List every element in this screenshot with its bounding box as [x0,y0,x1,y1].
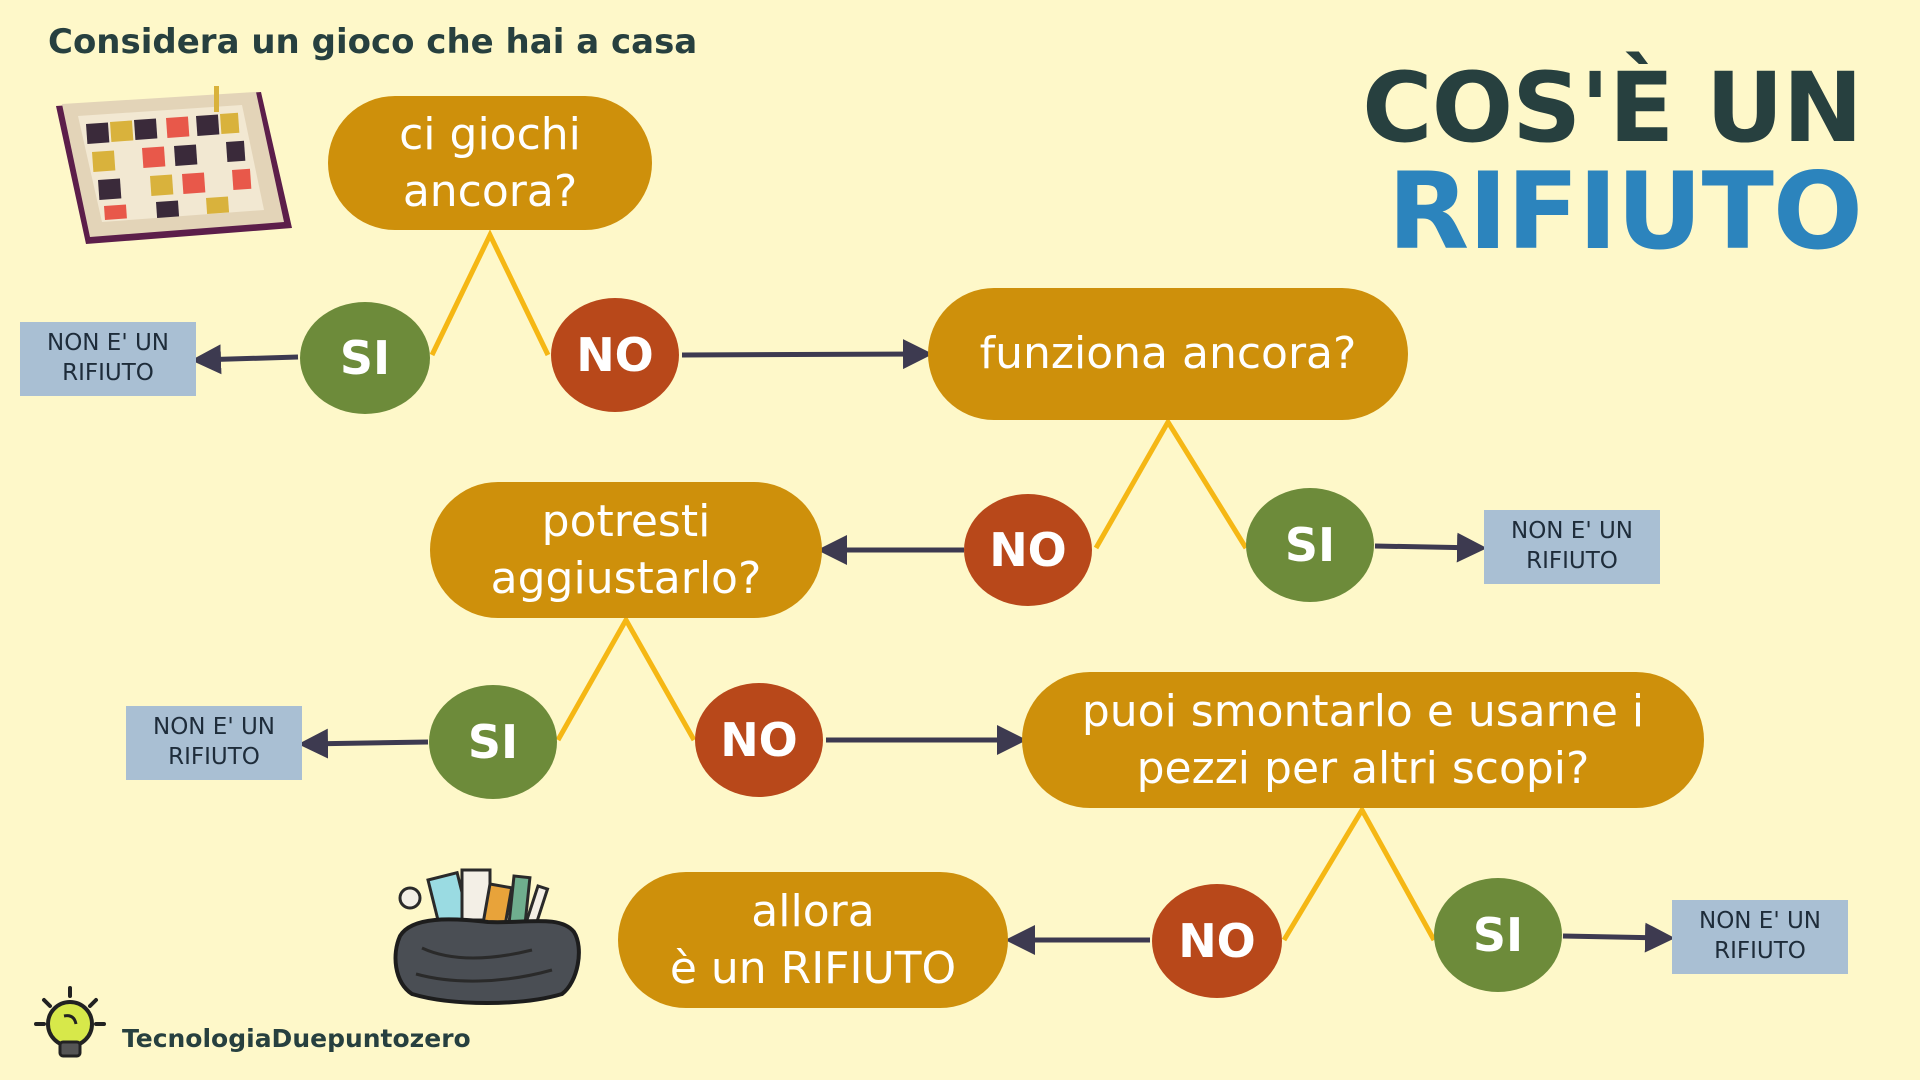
arrow-q3-yes [298,728,429,759]
arrow-q2-yes [1374,532,1487,563]
answer-yes-4: SI [1434,878,1562,992]
answer-yes-1: SI [300,302,430,414]
arrow-q1-no [681,339,933,370]
branch-q1 [429,229,551,357]
question-plays-still: ci giochi ancora? [328,96,652,230]
not-waste-tag-1: NON E' UN RIFIUTO [20,322,196,396]
branch-q4 [1281,804,1437,942]
answer-no-2: NO [964,494,1092,606]
answer-no-1: NO [551,298,679,412]
lightbulb-icon [34,986,106,1058]
not-waste-tag-2: NON E' UN RIFIUTO [1484,510,1660,584]
title-line-2: RIFIUTO [1387,150,1863,273]
question-can-repair: potresti aggiustarlo? [430,482,822,618]
not-waste-tag-4: NON E' UN RIFIUTO [1672,900,1848,974]
board-game-icon [56,86,292,244]
title-line-1: COS'È UN [1362,52,1863,164]
arrow-q4-yes [1562,922,1675,953]
garbage-bag-icon [393,868,581,1005]
result-is-waste: allora è un RIFIUTO [618,872,1008,1008]
answer-yes-2: SI [1246,488,1374,602]
answer-no-4: NO [1152,884,1282,998]
subtitle: Considera un gioco che hai a casa [48,22,698,62]
answer-no-3: NO [695,683,823,797]
branch-q3 [555,614,697,742]
question-still-works: funziona ancora? [928,288,1408,420]
question-reuse-parts: puoi smontarlo e usarne i pezzi per altr… [1022,672,1704,808]
not-waste-tag-3: NON E' UN RIFIUTO [126,706,302,780]
arrow-q1-yes [191,344,299,375]
answer-yes-3: SI [429,685,557,799]
brand-name: TecnologiaDuepuntozero [122,1024,471,1053]
branch-q2 [1093,417,1249,550]
